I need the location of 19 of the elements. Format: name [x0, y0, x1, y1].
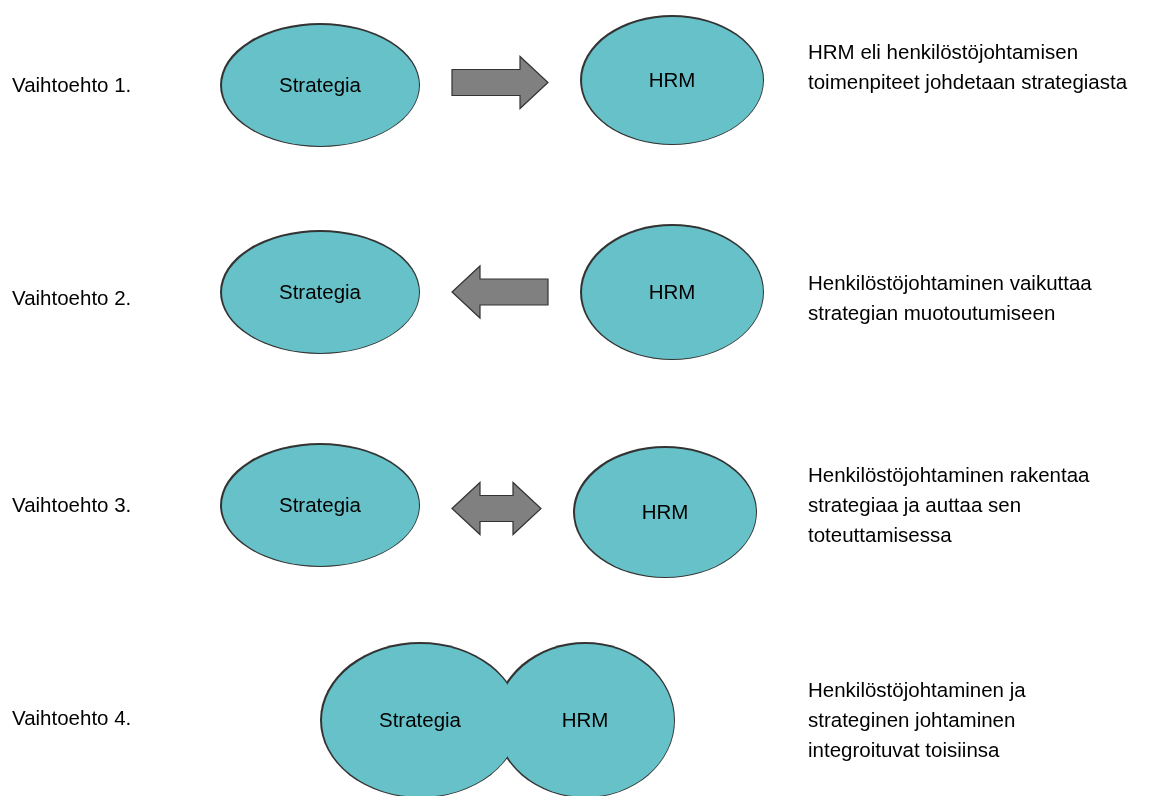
block-arrow [451, 264, 549, 320]
node-label: HRM [648, 280, 696, 304]
block-arrow [451, 55, 549, 110]
node-label: Strategia [278, 493, 362, 517]
node-label: Strategia [378, 708, 462, 732]
description-text: HRM eli henkilöstöjohtamisen toimenpiteet johdetaan strategiasta [808, 39, 1129, 95]
option-label: Vaihtoehto 1. [12, 72, 132, 98]
block-arrow [451, 481, 542, 536]
option-label: Vaihtoehto 3. [12, 492, 132, 518]
description-text: Henkilöstöjohtaminen rakentaa strategiaa ja auttaa sen toteuttamisessa [808, 462, 1091, 548]
option-label: Vaihtoehto 2. [12, 285, 132, 311]
node-label: Strategia [278, 280, 362, 304]
node-label: HRM [648, 68, 696, 92]
description-text: Henkilöstöjohtaminen ja strateginen johtaminen integroituvat toisiinsa [808, 677, 1027, 763]
node-label: HRM [641, 500, 689, 524]
description-text: Henkilöstöjohtaminen vaikuttaa strategian muotoutumiseen [808, 270, 1093, 326]
node-label: HRM [561, 708, 609, 732]
option-label: Vaihtoehto 4. [12, 705, 132, 731]
node-label: Strategia [278, 73, 362, 97]
